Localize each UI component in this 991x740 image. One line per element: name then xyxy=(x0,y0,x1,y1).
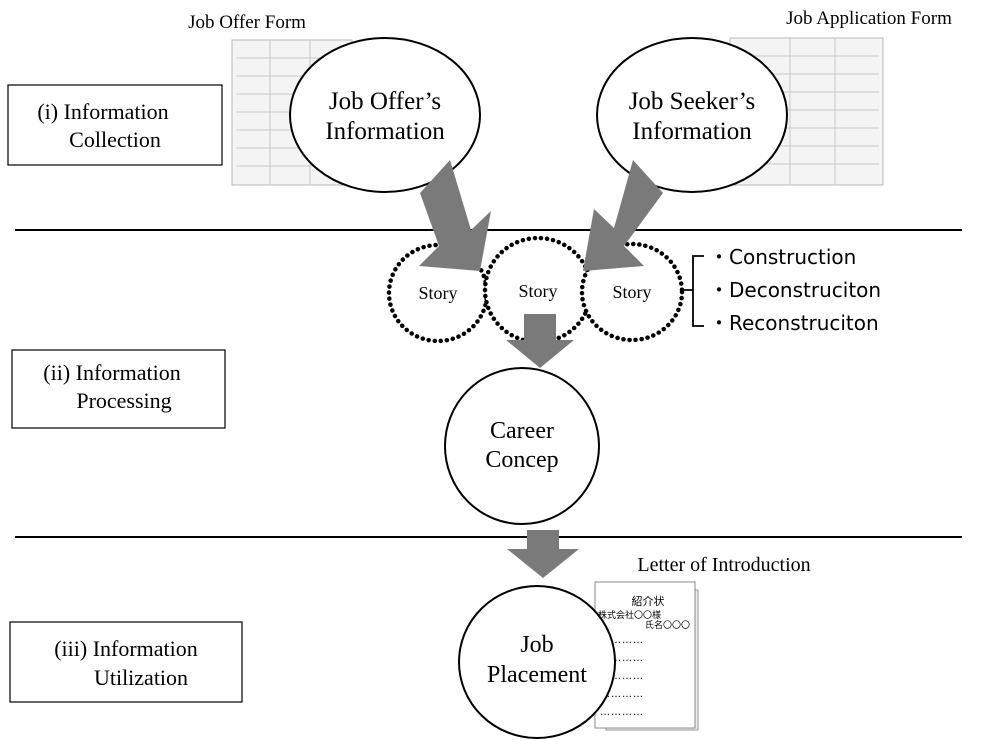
career-concept-node: Career Concep xyxy=(444,367,600,525)
job-offer-form-label: Job Offer Form xyxy=(188,12,306,33)
stage-label-line-2: Utilization xyxy=(94,665,188,690)
arrow-job-seeker-to-story xyxy=(583,160,663,271)
process-item-construction: ・Construction xyxy=(709,245,856,269)
letter-dots-5: ………… xyxy=(600,707,644,718)
node-label-line-1: Job xyxy=(520,632,553,658)
node-label-line-1: Job Offer’s xyxy=(329,88,441,115)
story-label: Story xyxy=(518,281,557,301)
process-bracket xyxy=(682,255,704,327)
stage-box-information-collection: (i) Information Collection xyxy=(7,84,223,166)
node-label-line-2: Information xyxy=(325,118,445,145)
job-application-form-label: Job Application Form xyxy=(786,8,952,29)
process-item-deconstruction: ・Deconstruciton xyxy=(709,278,881,302)
story-label: Story xyxy=(418,283,457,303)
job-seeker-information-node: Job Seeker’s Information xyxy=(596,37,788,193)
stage-label-line-2: Collection xyxy=(69,127,161,152)
stage-label-line-1: (ii) Information xyxy=(43,360,180,385)
node-label-line-2: Concep xyxy=(485,447,558,473)
letter-title: 紹介状 xyxy=(632,594,665,608)
letter-dots-4: ………… xyxy=(600,689,644,700)
stage-box-information-utilization: (iii) Information Utilization xyxy=(9,621,243,703)
node-label-line-1: Career xyxy=(490,418,554,444)
arrow-story-to-career xyxy=(506,314,574,368)
letter-company: 株式会社〇〇様 xyxy=(598,609,661,621)
arrow-career-to-placement xyxy=(507,530,579,578)
process-item-reconstruction: ・Reconstruciton xyxy=(709,311,879,335)
job-offer-information-node: Job Offer’s Information xyxy=(289,37,481,193)
node-label-line-2: Information xyxy=(632,118,752,145)
node-label-line-1: Job Seeker’s xyxy=(629,88,756,115)
node-label-line-2: Placement xyxy=(487,662,587,688)
letter-dots-2: ………… xyxy=(600,653,644,664)
letter-of-introduction-label: Letter of Introduction xyxy=(637,554,810,576)
stage-label-line-2: Processing xyxy=(76,388,171,413)
stage-label-line-1: (i) Information xyxy=(37,99,168,124)
stage-box-information-processing: (ii) Information Processing xyxy=(11,349,226,429)
letter-dots-3: ………… xyxy=(600,671,644,682)
job-placement-node: Job Placement xyxy=(458,585,616,739)
stage-label-line-1: (iii) Information xyxy=(54,636,198,661)
arrow-job-offer-to-story xyxy=(419,160,491,271)
letter-dots-1: ………… xyxy=(600,635,644,646)
letter-name: 氏名〇〇〇 xyxy=(645,619,690,631)
story-label: Story xyxy=(612,282,651,302)
